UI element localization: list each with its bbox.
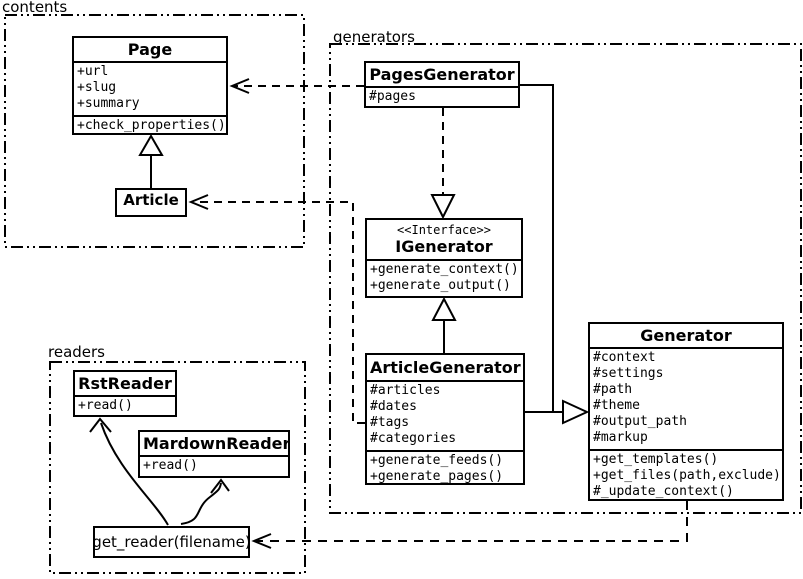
attribute-row: +slug bbox=[77, 80, 117, 95]
class-rstreader-methods: +read() bbox=[75, 397, 175, 415]
class-igenerator-title: <<Interface>> IGenerator bbox=[367, 220, 521, 261]
class-mardownreader-title: MardownReader bbox=[140, 432, 288, 457]
attribute-row: #categories bbox=[370, 431, 457, 446]
class-page-methods: +check_properties() bbox=[74, 115, 226, 133]
package-contents-label: contents bbox=[2, 0, 68, 16]
class-igenerator-methods: +generate_context() +generate_output() bbox=[367, 261, 521, 295]
class-articlegenerator-methods: +generate_feeds() +generate_pages() bbox=[367, 450, 523, 484]
attribute-row: #output_path bbox=[593, 414, 687, 429]
dependency-articlegenerator-to-article-arrowhead bbox=[188, 194, 209, 210]
class-generator-title: Generator bbox=[590, 324, 782, 349]
get-reader-label: get_reader(filename) bbox=[92, 533, 251, 551]
realization-pagesgenerator-to-igenerator-arrowhead bbox=[430, 194, 456, 220]
attribute-row: #settings bbox=[593, 366, 664, 381]
package-contents-border bbox=[4, 14, 305, 248]
class-articlegenerator: ArticleGenerator #articles #dates #tags … bbox=[365, 353, 525, 485]
package-readers-label: readers bbox=[48, 343, 105, 361]
association-getreader-to-rstreader-arrowhead bbox=[89, 417, 112, 433]
dependency-articlegenerator-to-article-line bbox=[196, 201, 365, 424]
class-page-attributes: +url +slug +summary bbox=[74, 63, 226, 115]
class-article-title: Article bbox=[123, 191, 179, 209]
class-igenerator: <<Interface>> IGenerator +generate_conte… bbox=[365, 218, 523, 298]
class-pagesgenerator-title: PagesGenerator bbox=[366, 63, 518, 88]
method-row: #_update_context() bbox=[593, 484, 734, 499]
class-igenerator-name: IGenerator bbox=[395, 237, 493, 256]
method-row: +generate_output() bbox=[370, 278, 511, 293]
attribute-row: #theme bbox=[593, 398, 640, 413]
inheritance-articlegenerator-to-igenerator-arrowhead bbox=[431, 296, 457, 321]
class-articlegenerator-attributes: #articles #dates #tags #categories bbox=[367, 382, 523, 450]
package-generators-border bbox=[329, 43, 802, 514]
dependency-generator-to-getreader-line bbox=[256, 501, 688, 542]
association-getreader-to-mardownreader-arrowhead bbox=[210, 478, 230, 494]
class-page: Page +url +slug +summary +check_properti… bbox=[72, 36, 228, 135]
class-generator-attributes: #context #settings #path #theme #output_… bbox=[590, 349, 782, 449]
class-generator: Generator #context #settings #path #them… bbox=[588, 322, 784, 501]
method-row: +get_files(path,exclude) bbox=[593, 468, 781, 483]
method-row: +get_templates() bbox=[593, 452, 719, 467]
class-mardownreader: MardownReader +read() bbox=[138, 430, 290, 478]
association-getreader-to-rstreader-line bbox=[100, 422, 169, 526]
attribute-row: #articles bbox=[370, 383, 441, 398]
dependency-generator-to-getreader-arrowhead bbox=[251, 533, 272, 549]
class-igenerator-stereotype: <<Interface>> bbox=[397, 223, 491, 237]
class-rstreader: RstReader +read() bbox=[73, 370, 177, 417]
class-rstreader-title: RstReader bbox=[75, 372, 175, 397]
package-readers-border bbox=[49, 361, 306, 574]
attribute-row: #tags bbox=[370, 415, 410, 430]
method-row: +read() bbox=[78, 398, 133, 413]
package-generators-label: generators bbox=[333, 28, 415, 46]
class-articlegenerator-title: ArticleGenerator bbox=[367, 355, 523, 382]
attribute-row: #context bbox=[593, 350, 656, 365]
attribute-row: #path bbox=[593, 382, 633, 397]
method-row: +read() bbox=[143, 458, 198, 473]
method-row: +generate_feeds() bbox=[370, 453, 504, 468]
class-mardownreader-methods: +read() bbox=[140, 457, 288, 475]
get-reader-box: get_reader(filename) bbox=[92, 526, 251, 558]
class-pagesgenerator: PagesGenerator #pages bbox=[364, 61, 520, 108]
inheritance-generators-to-generator-arrowhead bbox=[562, 399, 590, 425]
attribute-row: +url bbox=[77, 64, 109, 79]
attribute-row: #dates bbox=[370, 399, 417, 414]
attribute-row: +summary bbox=[77, 96, 140, 111]
class-article: Article bbox=[115, 188, 187, 217]
class-generator-methods: +get_templates() +get_files(path,exclude… bbox=[590, 449, 782, 499]
dependency-pagesgenerator-to-page-arrowhead bbox=[229, 78, 250, 94]
class-pagesgenerator-attributes: #pages bbox=[366, 88, 518, 106]
inheritance-article-to-page-arrowhead bbox=[138, 134, 164, 156]
method-row: +generate_context() bbox=[370, 262, 519, 277]
method-row: +generate_pages() bbox=[370, 469, 504, 484]
attribute-row: #markup bbox=[593, 430, 648, 445]
attribute-row: #pages bbox=[369, 89, 416, 104]
inheritance-pagesgenerator-to-generator-line bbox=[520, 84, 563, 413]
method-row: +check_properties() bbox=[77, 118, 226, 133]
class-page-title: Page bbox=[74, 38, 226, 63]
association-getreader-to-mardownreader-line bbox=[180, 482, 222, 525]
